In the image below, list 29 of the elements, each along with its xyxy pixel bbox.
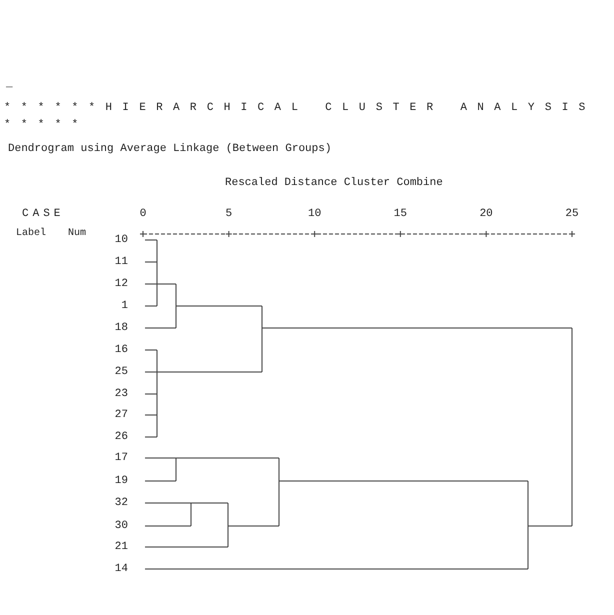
case-number: 11: [114, 256, 128, 268]
tick-label: 5: [226, 208, 232, 220]
case-number: 26: [114, 431, 128, 443]
case-number: 12: [114, 278, 128, 290]
case-number: 25: [114, 366, 128, 378]
case-number: 19: [114, 475, 128, 487]
case-number: 16: [114, 344, 128, 356]
case-number: 30: [114, 520, 128, 532]
tick-label: 0: [140, 208, 146, 220]
title: ******HIERARCHICAL CLUSTER ANALYSIS *****: [4, 101, 597, 133]
case-number: 23: [114, 388, 128, 400]
case-number: 27: [114, 409, 128, 421]
tick-label: 15: [394, 208, 407, 220]
case-number: 32: [114, 497, 128, 509]
tick-label: 25: [565, 208, 579, 220]
dash-mark: _: [6, 78, 13, 90]
case-number: 21: [114, 541, 128, 553]
case-number: 10: [114, 234, 128, 246]
column-header: Label: [16, 228, 46, 240]
column-header: CASE: [22, 208, 64, 220]
case-number: 14: [114, 563, 128, 575]
case-number: 18: [114, 322, 128, 334]
tick-label: 20: [480, 208, 493, 220]
case-number: 1: [121, 300, 128, 312]
case-number: 17: [114, 452, 128, 464]
axis-title: Rescaled Distance Cluster Combine: [225, 177, 443, 189]
subtitle: Dendrogram using Average Linkage (Between Groups): [8, 143, 332, 155]
tick-label: 10: [308, 208, 322, 220]
column-header: Num: [68, 228, 86, 240]
